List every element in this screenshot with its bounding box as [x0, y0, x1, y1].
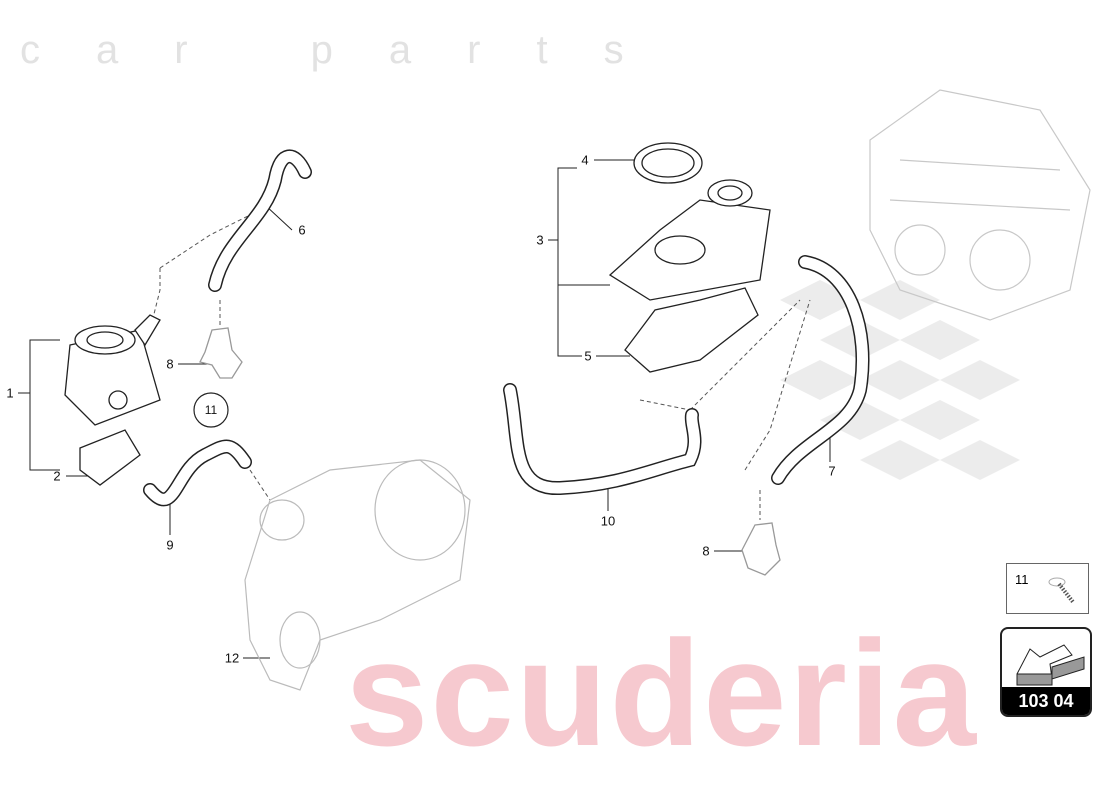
- page-badge[interactable]: 103 04: [1000, 627, 1092, 717]
- part-10-hose: [503, 383, 702, 496]
- callout-7: 7: [828, 463, 836, 479]
- part-4-seal-ring: [633, 142, 703, 184]
- bracket-3: [557, 167, 610, 286]
- arrow-3d-icon: [1016, 644, 1085, 686]
- callout-8: 8: [702, 543, 710, 559]
- part-12-turbocharger: [244, 459, 471, 691]
- callout-8: 8: [166, 356, 174, 372]
- part-6-hose: [208, 149, 312, 292]
- screw-icon: [1048, 577, 1075, 604]
- inset-part-11: 11: [1006, 563, 1089, 614]
- callout-5: 5: [584, 348, 592, 364]
- watermark-brand: scuderia: [345, 609, 978, 777]
- callout-11-circle: [193, 392, 229, 428]
- leader-5: [557, 285, 582, 357]
- checker-watermark: [780, 280, 1020, 480]
- callout-2: 2: [53, 468, 61, 484]
- part-1-oil-separator: [64, 314, 161, 426]
- callout-1: 1: [6, 385, 14, 401]
- engine-thumbnail: [869, 89, 1091, 321]
- callout-9: 9: [166, 537, 174, 553]
- callout-4: 4: [581, 152, 589, 168]
- callout-6: 6: [298, 222, 306, 238]
- part-8-connector: [741, 522, 781, 576]
- callout-3: 3: [536, 232, 544, 248]
- part-5-gasket: [624, 287, 759, 373]
- part-2-gasket: [79, 429, 141, 486]
- watermark-sub: car parts: [20, 28, 680, 72]
- part-3-cover: [608, 179, 771, 301]
- page-number: 103 04: [1002, 687, 1090, 715]
- callout-12: 12: [224, 650, 240, 666]
- callout-11: 11: [204, 403, 218, 417]
- bracket-1: [29, 339, 60, 471]
- part-8-connector: [199, 327, 243, 379]
- callout-10: 10: [600, 513, 616, 529]
- inset-label: 11: [1015, 572, 1029, 587]
